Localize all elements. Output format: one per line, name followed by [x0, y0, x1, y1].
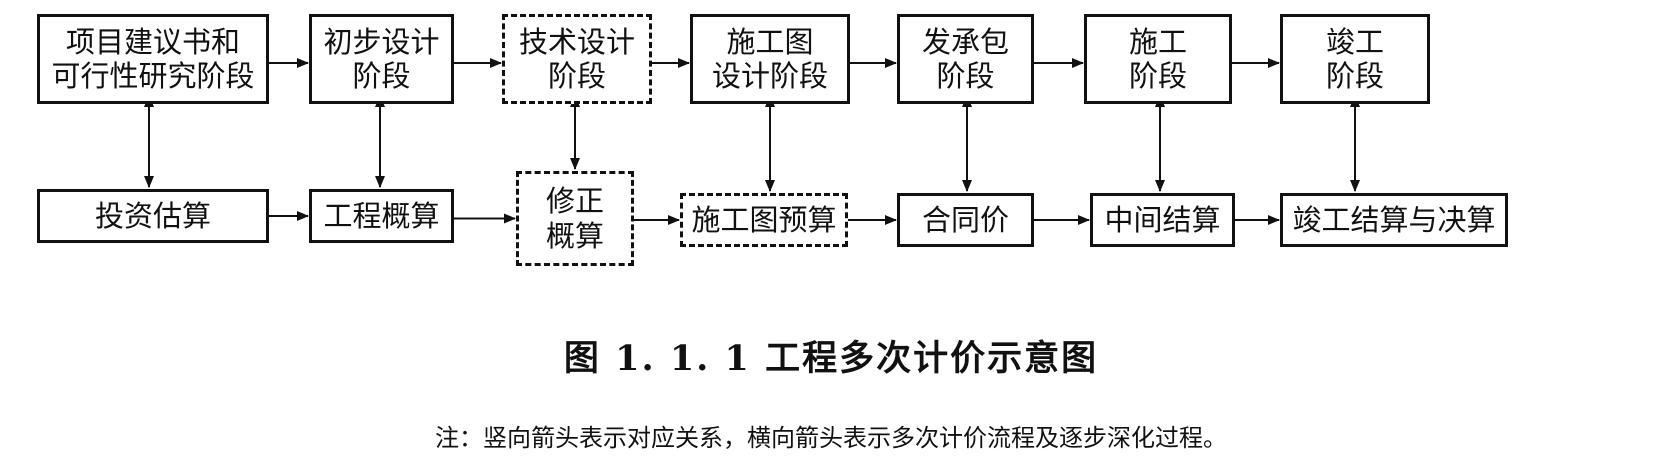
stage-box-7: 竣工 阶段: [1280, 14, 1430, 104]
estimate-box-3: 修正 概算: [516, 171, 634, 266]
flow-diagram: [144, 58, 1360, 225]
estimate-box-1: 投资估算: [37, 189, 269, 243]
estimate-box-7: 竣工结算与决算: [1280, 193, 1508, 247]
estimate-box-4: 施工图预算: [680, 193, 848, 247]
arrows-layer: [144, 58, 1360, 225]
figure-note: 注：竖向箭头表示对应关系，横向箭头表示多次计价流程及逐步深化过程。: [435, 424, 1227, 452]
figure-caption: 图 1. 1. 1 工程多次计价示意图: [563, 338, 1099, 379]
stage-box-6: 施工 阶段: [1084, 14, 1232, 104]
stage-box-5: 发承包 阶段: [897, 14, 1034, 104]
stage-box-2: 初步设计 阶段: [309, 14, 454, 104]
stage-box-1: 项目建议书和 可行性研究阶段: [37, 14, 269, 104]
estimate-box-5: 合同价: [897, 193, 1034, 247]
estimate-box-6: 中间结算: [1090, 193, 1235, 247]
stage-box-3: 技术设计 阶段: [502, 14, 652, 104]
estimate-box-2: 工程概算: [309, 189, 454, 243]
stage-box-4: 施工图 设计阶段: [690, 14, 850, 104]
